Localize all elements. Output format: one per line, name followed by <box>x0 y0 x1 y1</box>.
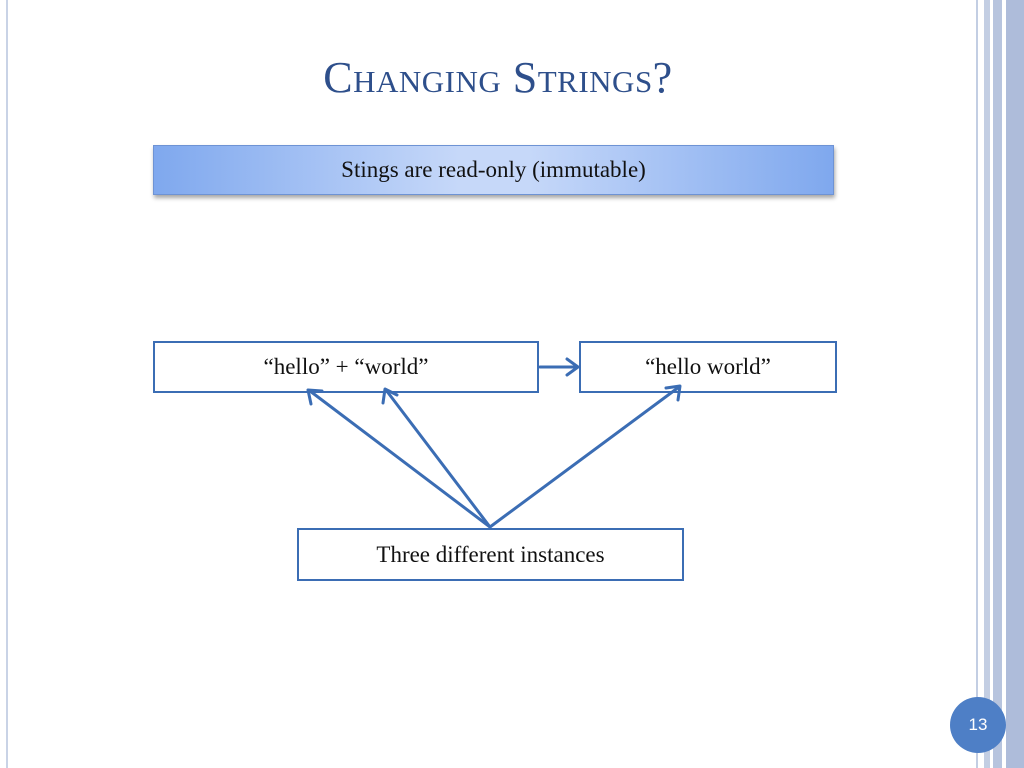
arrow-instances-to-result <box>488 384 682 529</box>
right-stripe <box>1006 0 1024 768</box>
page-number: 13 <box>968 715 988 734</box>
arrow-concat-to-result <box>538 357 580 377</box>
right-stripe <box>976 0 978 768</box>
immutability-banner: Stings are read-only (immutable) <box>153 145 834 195</box>
arrow-instances-to-concat-right <box>381 387 492 529</box>
slide-title: Changing Strings? <box>323 53 673 102</box>
right-stripe <box>993 0 1002 768</box>
concat-expression-box: “hello” + “world” <box>153 341 539 393</box>
arrow-instances-to-concat-left <box>306 388 492 529</box>
concat-expression-text: “hello” + “world” <box>263 354 429 379</box>
page-number-badge: 13 <box>950 697 1006 753</box>
left-border-line <box>6 0 8 768</box>
banner-text: Stings are read-only (immutable) <box>341 157 646 182</box>
instances-note-text: Three different instances <box>376 541 605 567</box>
right-stripe <box>984 0 990 768</box>
result-string-box: “hello world” <box>579 341 837 393</box>
instances-note-box: Three different instances <box>297 528 684 581</box>
result-string-text: “hello world” <box>645 354 771 379</box>
